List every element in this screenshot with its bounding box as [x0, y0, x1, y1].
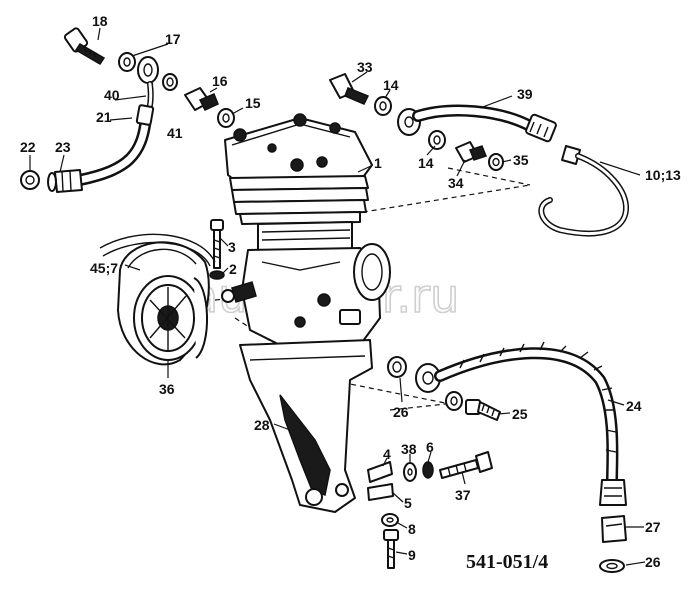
bolt-9: [383, 529, 399, 569]
callout-35: 35: [513, 152, 529, 168]
callout-16: 16: [212, 73, 228, 89]
callout-10-13: 10;13: [645, 167, 681, 183]
callout-2: 2: [229, 261, 237, 277]
fitting-34: [455, 141, 487, 163]
pipe-40-21-41: [74, 56, 159, 186]
callout-37: 37: [455, 487, 471, 503]
callout-33: 33: [357, 59, 373, 75]
callout-8: 8: [408, 521, 416, 537]
callout-34: 34: [448, 175, 464, 191]
washer-2: [209, 270, 225, 280]
callout-26a: 26: [393, 404, 409, 420]
callout-5: 5: [404, 495, 412, 511]
bolt-3: [210, 219, 224, 269]
belt-45-7: [99, 233, 216, 267]
union-27: [601, 515, 627, 543]
washers-14: [374, 96, 446, 150]
callout-labels: 18 17 40 21 41 22 23 16 15 33 14 39 14 1…: [20, 13, 681, 570]
callout-38: 38: [401, 441, 417, 457]
bolt-25: [465, 399, 501, 421]
washer-26b: [599, 559, 625, 573]
pin-4: [367, 461, 393, 483]
washer-22: [20, 170, 40, 190]
leader-lines: [29, 27, 646, 566]
callout-41: 41: [167, 125, 183, 141]
callout-3: 3: [228, 239, 236, 255]
callout-24: 24: [626, 398, 642, 414]
union-23: [47, 169, 83, 193]
bolt-33: [329, 73, 370, 105]
bracket-28: [239, 339, 373, 513]
hose-24: [434, 341, 627, 506]
callout-26b: 26: [645, 554, 661, 570]
washer-35: [488, 153, 504, 171]
callout-15: 15: [245, 95, 261, 111]
callout-9: 9: [408, 547, 416, 563]
callout-21: 21: [96, 109, 112, 125]
pipe-39: [397, 104, 557, 143]
callout-18: 18: [92, 13, 108, 29]
callout-36: 36: [159, 381, 175, 397]
callout-1: 1: [374, 155, 382, 171]
callout-40: 40: [104, 87, 120, 103]
callout-27: 27: [645, 519, 661, 535]
callout-14b: 14: [418, 155, 434, 171]
callout-28: 28: [254, 417, 270, 433]
washer-17: [118, 52, 178, 91]
washer-8: [381, 513, 399, 527]
washer-15: [217, 108, 235, 128]
callout-22: 22: [20, 139, 36, 155]
compressor-1: [221, 113, 391, 351]
drawing-code: 541-051/4: [466, 551, 548, 573]
callout-45-7: 45;7: [90, 260, 118, 276]
callout-6: 6: [426, 439, 434, 455]
callout-39: 39: [517, 86, 533, 102]
callout-23: 23: [55, 139, 71, 155]
fitting-16: [184, 87, 219, 111]
pin-5: [367, 483, 394, 501]
callout-4: 4: [383, 446, 391, 462]
pulley-36: [117, 241, 210, 366]
bolt-37: [439, 451, 493, 479]
callout-17: 17: [165, 31, 181, 47]
washer-26a: [387, 356, 463, 411]
washer-38: [403, 462, 417, 482]
washer-6: [422, 461, 434, 479]
callout-25: 25: [512, 406, 528, 422]
callout-14a: 14: [383, 77, 399, 93]
banjo-bolt-18: [63, 27, 106, 66]
line-10-13: [538, 145, 629, 237]
